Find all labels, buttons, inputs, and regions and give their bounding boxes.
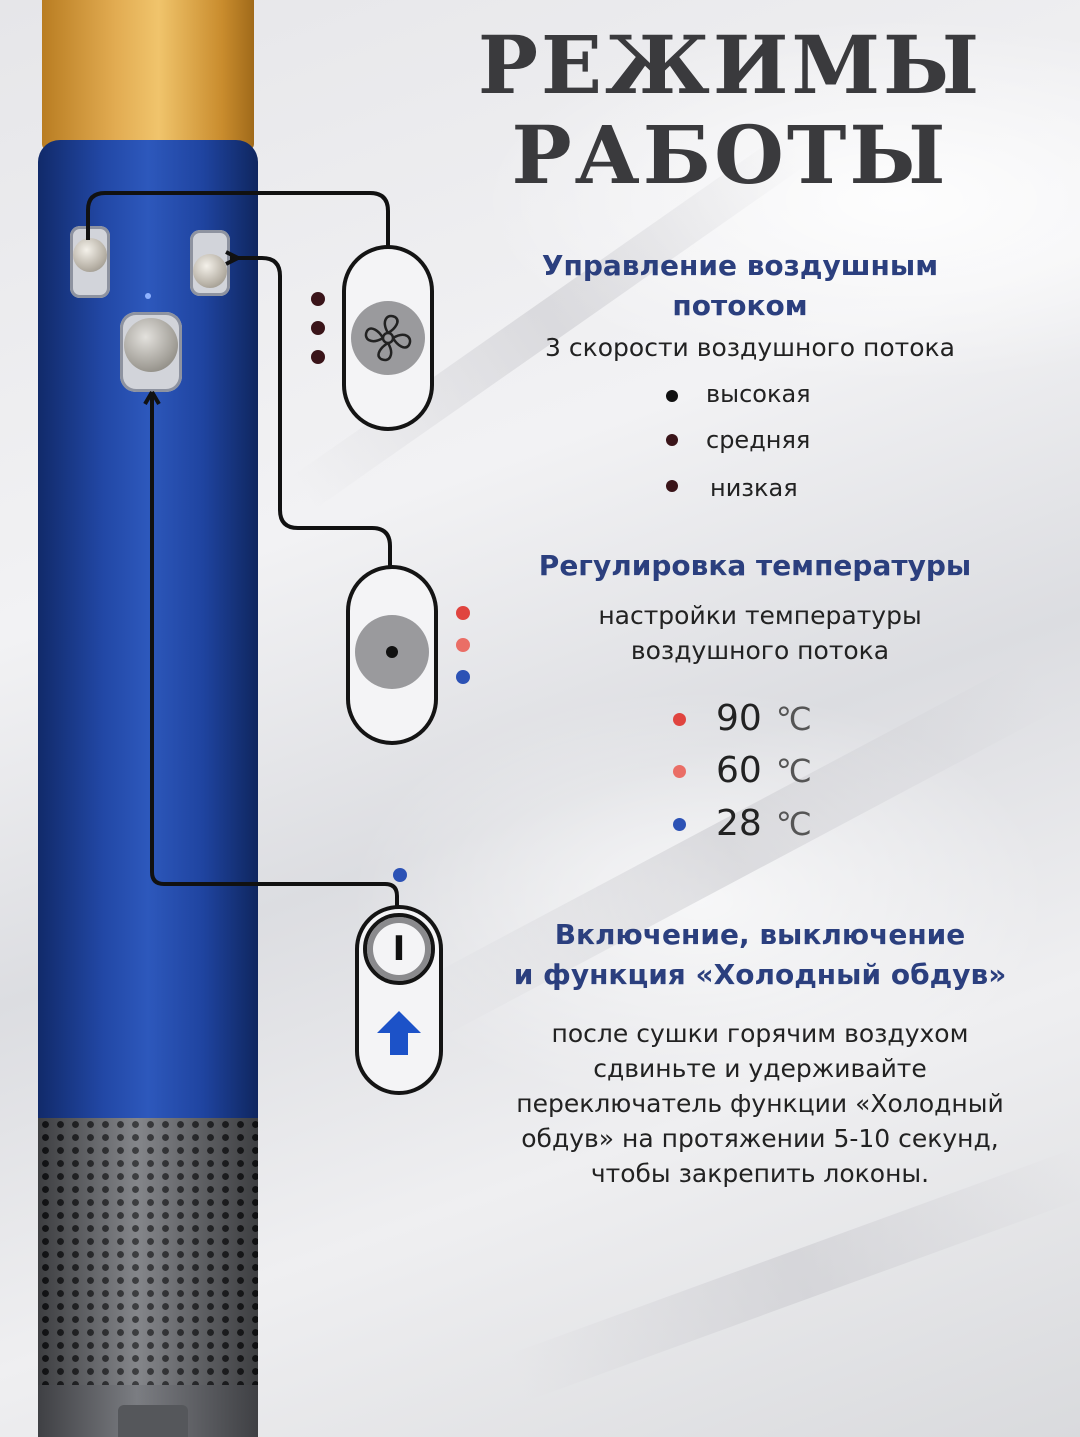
device-gold-section [42,0,254,150]
airflow-slider-knob[interactable] [193,254,227,288]
power-symbol: I [392,929,406,969]
dial-dot-icon [355,615,429,689]
power-indicator-dot [393,868,407,882]
airflow-speed-dot [311,350,325,364]
speed-medium-label: средняя [706,426,811,454]
speed-high-label: высокая [706,380,811,408]
speed-dot-high [666,390,678,402]
temp-dot-90 [673,713,686,726]
arrow-up-icon [375,1009,423,1061]
power-description: после сушки горячим воздухом сдвиньте и … [516,1019,1004,1188]
speed-dot-medium [666,434,678,446]
temperature-level-dot [456,638,470,652]
airflow-subtitle: 3 скорости воздушного потока [545,333,955,362]
power-icon: I [363,913,435,985]
airflow-speed-dot [311,321,325,335]
temp-90: 90℃ [716,698,812,739]
temperature-slider-knob[interactable] [73,238,107,272]
temp-dot-60 [673,765,686,778]
temperature-heading: Регулировка температуры [538,549,972,582]
device-grille [38,1118,258,1388]
device-grille-shade [38,1118,258,1388]
speed-dot-low [666,480,678,492]
page-title: РЕЖИМЫ РАБОТЫ [477,18,983,202]
power-connector [150,396,399,910]
temp-dot-28 [673,818,686,831]
power-slider-knob[interactable] [124,318,178,372]
temperature-level-dot [456,606,470,620]
airflow-speed-dot [311,292,325,306]
airflow-control-illustration [342,245,434,431]
device-stem [118,1405,188,1437]
indicator-light [145,293,151,299]
device-body [38,140,258,1140]
speed-low-label: низкая [710,474,798,502]
temperature-control-illustration [346,565,438,745]
temperature-connector [230,256,392,566]
temp-60: 60℃ [716,750,812,791]
temp-28: 28℃ [716,803,812,844]
power-control-illustration: I [355,905,443,1095]
temperature-level-dot [456,670,470,684]
fan-icon [351,301,425,375]
airflow-connector [86,191,390,250]
